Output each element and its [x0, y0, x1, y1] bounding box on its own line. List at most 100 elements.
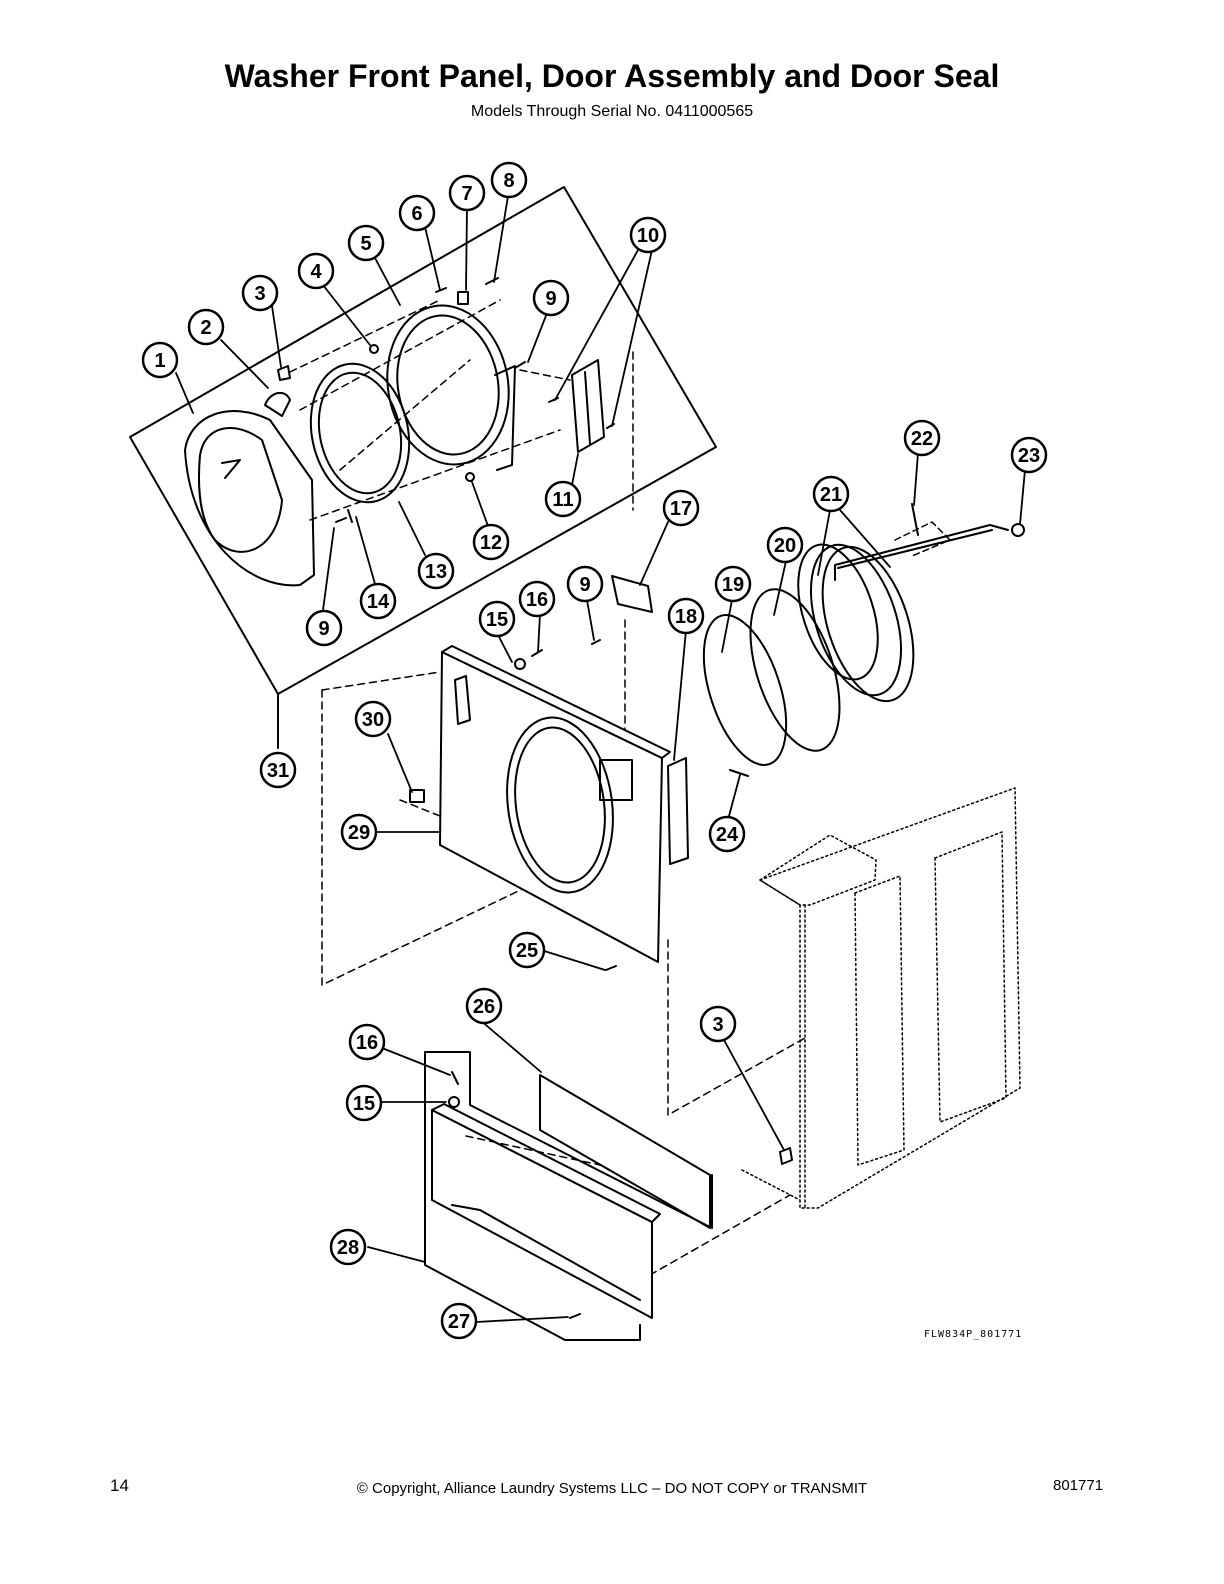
- callout-4: [297, 252, 335, 290]
- part-7-clip: [457, 291, 469, 305]
- callout-label-12: 12: [480, 532, 502, 554]
- callout-label-18: 18: [675, 606, 697, 628]
- part-19-clamp-ring: [702, 614, 788, 766]
- callout-30: [354, 700, 392, 738]
- callout-label-3: 3: [254, 283, 265, 305]
- part-9-screw-a: [514, 361, 526, 369]
- callout-label-9b: 9: [318, 618, 329, 640]
- callout-label-2: 2: [200, 317, 211, 339]
- part-9-screw-c: [591, 639, 601, 645]
- part-4-nut: [369, 344, 379, 354]
- callout-12: [472, 523, 510, 561]
- callout-label-31: 31: [267, 760, 289, 782]
- callout-label-16a: 16: [526, 589, 548, 611]
- part-inner-door-frame: [386, 304, 516, 471]
- callout-label-5: 5: [360, 233, 371, 255]
- callout-16a: [518, 580, 556, 618]
- part-15-nut: [514, 658, 526, 670]
- callout-label-4: 4: [310, 261, 322, 283]
- part-12-washer: [465, 472, 475, 482]
- part-27-screw: [569, 1313, 581, 1319]
- callout-29: [340, 813, 378, 851]
- callout-6: [398, 194, 436, 232]
- callout-label-19: 19: [722, 574, 744, 596]
- part-6-screw: [435, 287, 447, 293]
- part-17-switch: [611, 575, 653, 613]
- callout-label-9c: 9: [579, 574, 590, 596]
- callout-21: [812, 475, 850, 513]
- page-subtitle: Models Through Serial No. 0411000565: [470, 103, 754, 120]
- part-25-screw: [605, 965, 617, 971]
- part-20-clamp-ring: [749, 588, 841, 752]
- callout-8: [490, 161, 528, 199]
- callout-label-8: 8: [503, 170, 514, 192]
- part-18-bracket: [667, 757, 689, 865]
- part-hinge: [571, 359, 605, 453]
- part-9-screw-b: [335, 517, 347, 523]
- callout-label-25: 25: [516, 940, 538, 962]
- callout-27: [440, 1302, 478, 1340]
- part-15-nut-b: [448, 1096, 460, 1108]
- part-14-pin: [347, 509, 353, 523]
- part-handle: [264, 391, 291, 417]
- page-title: Washer Front Panel, Door Assembly and Do…: [224, 58, 1000, 94]
- part-23-clamp: [1011, 523, 1025, 537]
- callout-26: [465, 987, 503, 1025]
- callout-19: [714, 565, 752, 603]
- callout-20: [766, 526, 804, 564]
- part-30-clip: [409, 789, 425, 803]
- callout-label-14: 14: [367, 591, 390, 613]
- part-16-screw-b: [451, 1071, 459, 1085]
- callout-15b: [345, 1084, 383, 1122]
- callout-3: [241, 274, 279, 312]
- part-24-spring: [729, 769, 749, 777]
- callout-label-15a: 15: [486, 609, 508, 631]
- figure-code: FLW834P_801771: [924, 1329, 1022, 1340]
- part-lower-panel: [431, 1103, 661, 1319]
- callout-label-26: 26: [473, 996, 495, 1018]
- callout-3b: [699, 1005, 737, 1043]
- callout-label-6: 6: [411, 203, 422, 225]
- callout-label-15b: 15: [353, 1093, 375, 1115]
- callout-9c: [566, 565, 604, 603]
- callout-label-13: 13: [425, 561, 447, 583]
- callout-9a: [532, 279, 570, 317]
- part-21-door-seal: [797, 543, 915, 703]
- callout-7: [448, 174, 486, 212]
- part-28-outline: [424, 1051, 713, 1229]
- callout-label-22: 22: [911, 428, 933, 450]
- page-number: 14: [110, 1476, 129, 1495]
- callout-label-20: 20: [774, 535, 796, 557]
- callout-28: [329, 1228, 367, 1266]
- callout-10: [629, 216, 667, 254]
- part-8-screw: [485, 277, 499, 285]
- part-3-cabinet-clip: [779, 1147, 793, 1165]
- door-assembly-outline: [129, 186, 717, 695]
- callout-label-1: 1: [154, 350, 165, 372]
- part-3-small: [277, 365, 291, 381]
- callout-13: [417, 552, 455, 590]
- callout-14: [359, 582, 397, 620]
- callout-label-3b: 3: [712, 1014, 723, 1036]
- callout-label-29: 29: [348, 822, 370, 844]
- callout-18: [667, 597, 705, 635]
- callout-16b: [348, 1023, 386, 1061]
- callout-24: [708, 815, 746, 853]
- callout-2: [187, 308, 225, 346]
- callout-label-28: 28: [337, 1237, 359, 1259]
- callout-22: [903, 419, 941, 457]
- callout-label-27: 27: [448, 1311, 470, 1333]
- callout-label-9a: 9: [545, 288, 556, 310]
- callout-label-30: 30: [362, 709, 384, 731]
- callout-5: [347, 224, 385, 262]
- document-number: 801771: [1053, 1477, 1104, 1494]
- part-door-outer-ring: [184, 410, 315, 587]
- callout-23: [1010, 436, 1048, 474]
- cabinet-outline: [741, 787, 1021, 1211]
- callout-label-10: 10: [637, 225, 659, 247]
- callout-25: [508, 931, 546, 969]
- part-front-panel: [439, 645, 671, 963]
- callout-label-24: 24: [716, 824, 739, 846]
- callout-label-11: 11: [552, 489, 573, 511]
